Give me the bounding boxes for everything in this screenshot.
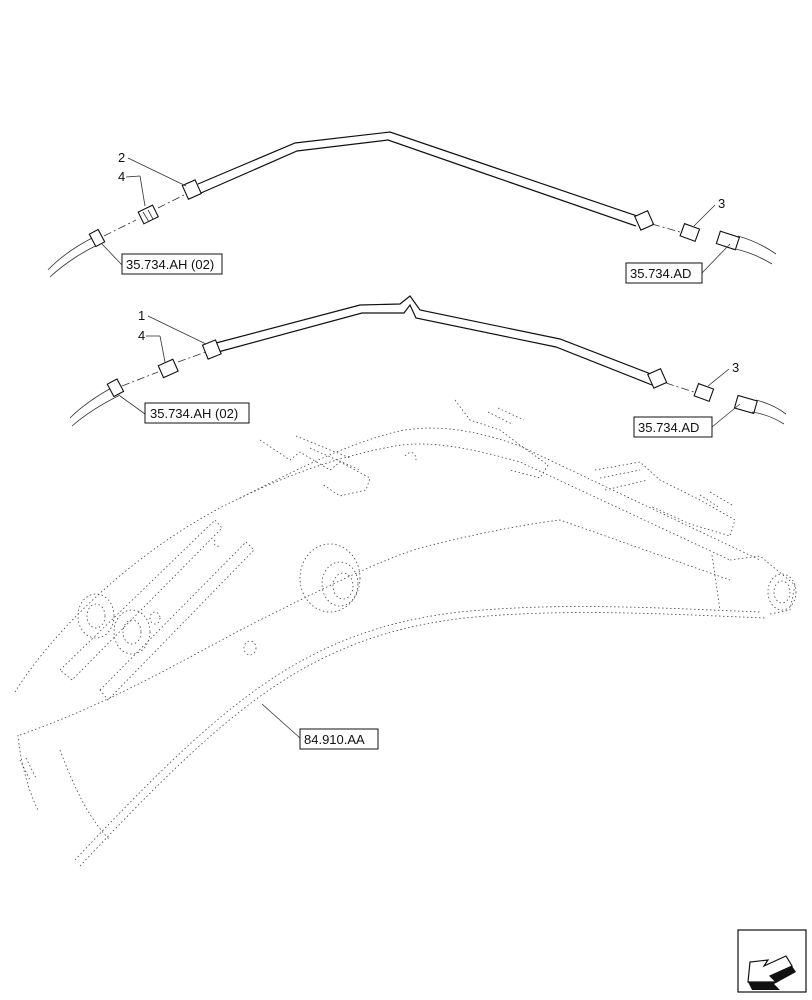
ref-label-ah-top[interactable]: 35.734.AH (02) (126, 257, 214, 272)
callout-4-upper: 4 (118, 169, 125, 184)
ref-box-84-910-aa[interactable]: 84.910.AA (261, 703, 379, 750)
adapter-4-lower (157, 358, 179, 379)
ref-box-35-734-ad-top[interactable]: 35.734.AD (625, 243, 731, 284)
boom-harness-brackets (259, 399, 736, 537)
upper-pipe-assembly (47, 131, 777, 278)
ref-box-35-734-ad-bottom[interactable]: 35.734.AD (633, 403, 741, 438)
callout-3-lower: 3 (732, 360, 739, 375)
callout-2: 2 (118, 150, 125, 165)
adapter-3-lower (693, 382, 715, 403)
callout-1: 1 (138, 308, 145, 323)
ref-label-ad-bottom[interactable]: 35.734.AD (638, 420, 699, 435)
ref-label-ad-top[interactable]: 35.734.AD (630, 266, 691, 281)
adapter-4-upper (137, 204, 159, 225)
lower-pipe-assembly (69, 295, 787, 427)
ref-box-35-734-ah-bottom[interactable]: 35.734.AH (02) (119, 395, 250, 424)
adapter-3-upper (679, 222, 701, 243)
callout-4-lower: 4 (138, 328, 145, 343)
boom-structure (14, 427, 797, 867)
previous-page-arrow-icon[interactable] (737, 929, 807, 993)
ref-label-ah-bottom[interactable]: 35.734.AH (02) (150, 406, 238, 421)
ref-label-boom[interactable]: 84.910.AA (304, 732, 365, 747)
callout-3-upper: 3 (718, 196, 725, 211)
ref-box-35-734-ah-top[interactable]: 35.734.AH (02) (101, 243, 223, 275)
